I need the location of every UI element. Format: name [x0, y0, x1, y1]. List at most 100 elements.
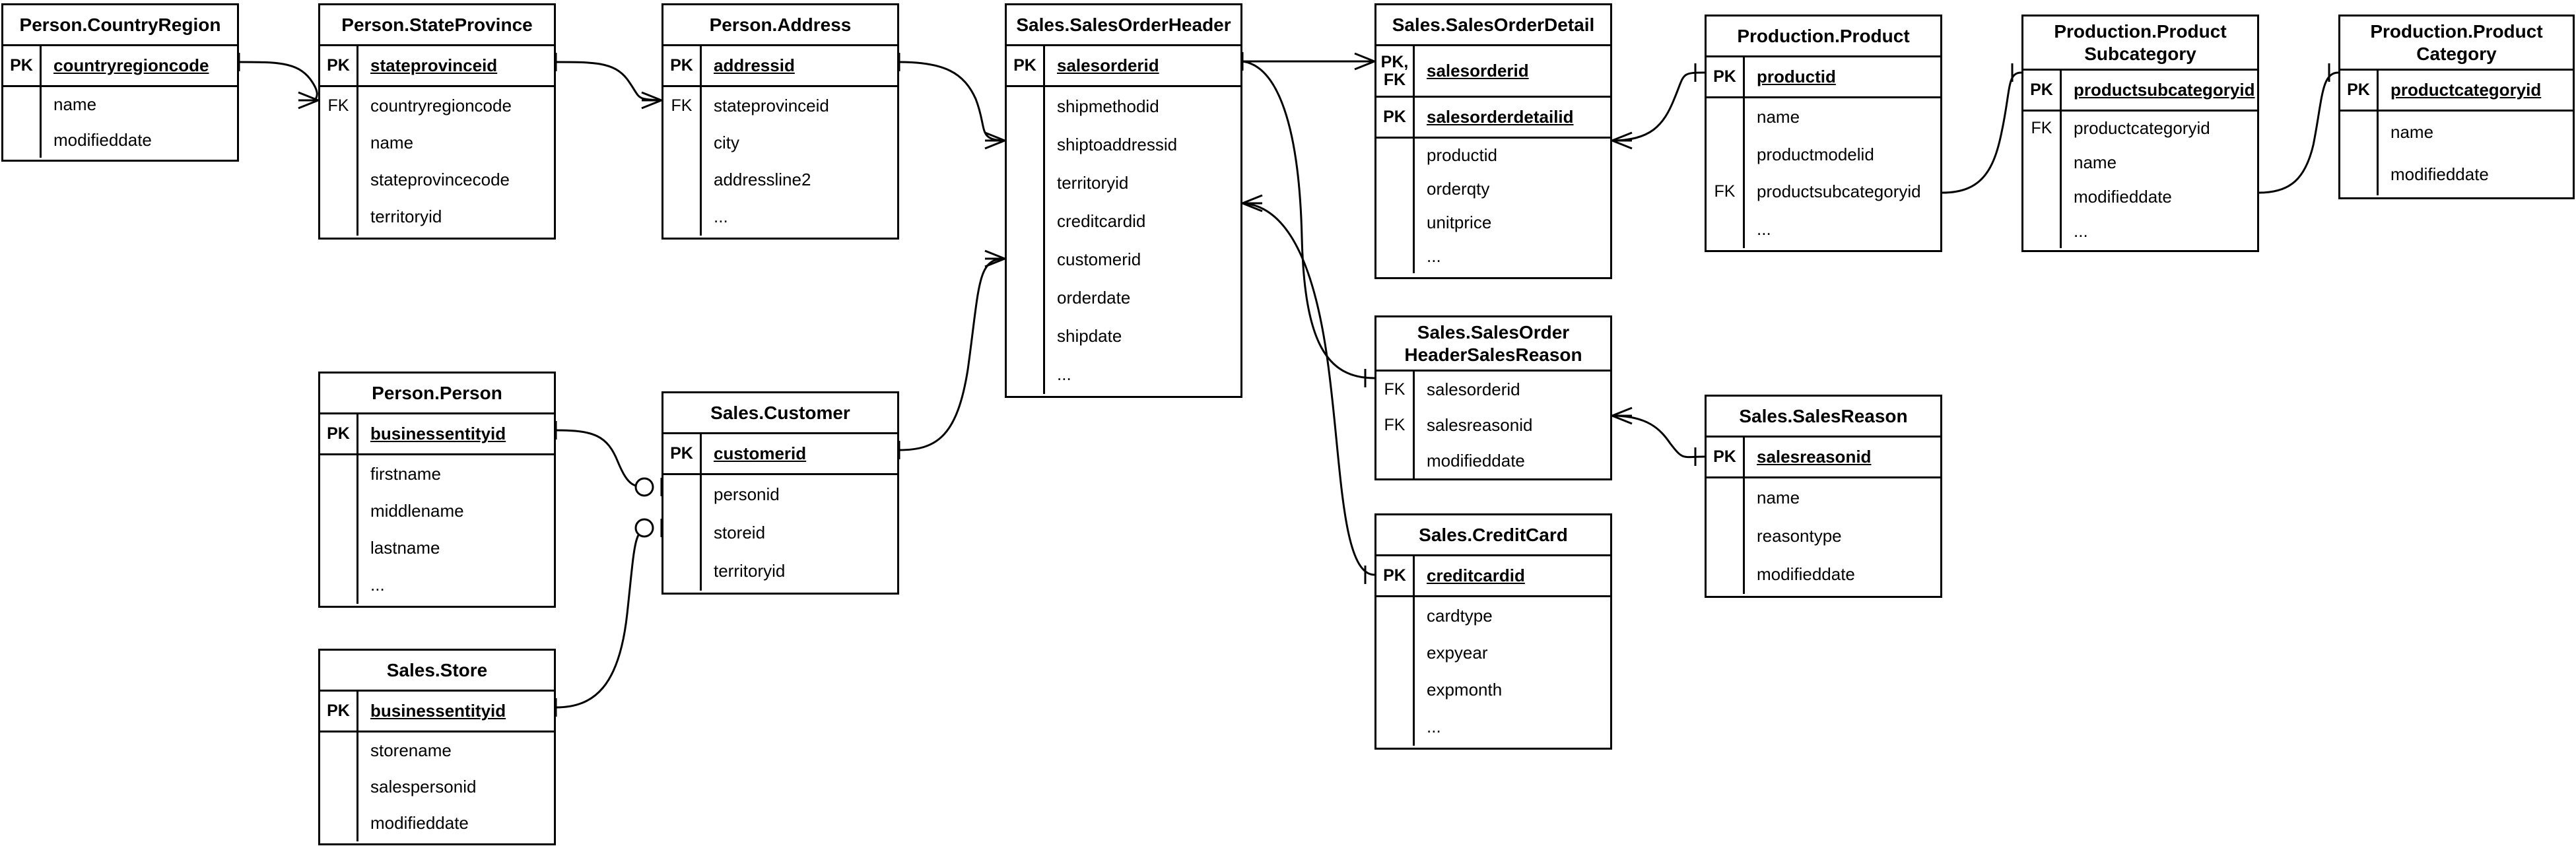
attribute-key-badge: [320, 492, 356, 529]
attribute-key-badge: [1376, 172, 1413, 206]
attribute-key-badge: [1007, 356, 1043, 394]
attribute-key-badge: FK: [671, 96, 693, 115]
attribute-key-badge: [3, 87, 40, 123]
attribute-key-badge: [1007, 241, 1043, 279]
entity-title: Sales.SalesReason: [1707, 397, 1940, 438]
key-badge: PK: [663, 434, 702, 473]
key-badge: PK: [1376, 556, 1415, 595]
attribute-key-badge: [663, 162, 700, 199]
attribute-key-badge: [1707, 517, 1743, 555]
attribute-key-badge: FK: [327, 96, 349, 115]
key-badge: PK: [1707, 438, 1745, 476]
entity-title: Person.Person: [320, 374, 554, 414]
attribute-name: city: [714, 132, 739, 152]
attribute-name: modifieddate: [53, 129, 152, 150]
column-name: salesorderid: [1427, 61, 1529, 81]
entity-title: Person.Address: [663, 5, 897, 46]
attribute-key-badge: [1376, 240, 1413, 273]
attribute-name: modifieddate: [2390, 164, 2489, 184]
attribute-key-badge: [2023, 146, 2060, 180]
attribute-name: territoryid: [1057, 172, 1129, 193]
attribute-name: ...: [1757, 219, 1771, 240]
attribute-key-badge: [663, 475, 700, 513]
attribute-name: expmonth: [1427, 680, 1503, 700]
entity-title: Person.StateProvince: [320, 5, 554, 46]
attribute-name: territoryid: [714, 561, 786, 581]
entity-title: Sales.Customer: [663, 393, 897, 434]
entity-title: Sales.Store: [320, 651, 554, 692]
attribute-key-badge: [320, 530, 356, 567]
attribute-key-badge: [2023, 180, 2060, 214]
attribute-key-badge: [1007, 125, 1043, 164]
entity-title: Sales.SalesOrderDetail: [1376, 5, 1610, 46]
attribute-name: productid: [1427, 145, 1497, 165]
attribute-name: storeid: [714, 522, 766, 542]
key-badge: PK: [663, 46, 702, 85]
attribute-key-badge: [1376, 206, 1413, 240]
key-badge: PK: [2023, 71, 2062, 110]
attribute-name: salespersonid: [370, 777, 477, 797]
attribute-key-badge: FK: [1714, 182, 1736, 201]
attribute-name: name: [2390, 122, 2434, 143]
attribute-name: ...: [1427, 717, 1441, 737]
attribute-name: ...: [370, 575, 385, 595]
key-badge: PK: [1376, 98, 1415, 137]
attribute-name: shipdate: [1057, 326, 1122, 346]
attribute-key-badge: [1376, 672, 1413, 709]
column-name: stateprovinceid: [370, 55, 498, 75]
key-badge: PK: [320, 692, 358, 731]
attribute-key-badge: [1376, 597, 1413, 634]
entity-title: Person.CountryRegion: [3, 5, 237, 46]
key-row: PK creditcardid: [1376, 556, 1610, 597]
attribute-key-badge: [2340, 154, 2377, 196]
attribute-key-badge: [320, 199, 356, 236]
attribute-name: territoryid: [370, 207, 442, 227]
attribute-key-badge: FK: [2031, 119, 2052, 138]
attribute-name: productcategoryid: [2074, 118, 2210, 139]
attribute-name: reasontype: [1757, 525, 1842, 546]
attribute-name: ...: [2074, 220, 2088, 241]
attribute-name: modifieddate: [1427, 450, 1525, 471]
attribute-key-badge: [320, 124, 356, 161]
attribute-name: stateprovinceid: [714, 95, 829, 115]
attribute-name: name: [53, 94, 97, 115]
attribute-key-badge: FK: [1384, 415, 1406, 434]
attribute-key-badge: [1707, 211, 1743, 248]
attribute-key-badge: [663, 124, 700, 161]
attribute-name: cardtype: [1427, 605, 1493, 626]
column-name: salesorderid: [1057, 55, 1159, 75]
attribute-key-badge: [1376, 443, 1413, 478]
key-badge: PK: [320, 414, 358, 453]
attribute-key-badge: [1707, 556, 1743, 594]
attribute-name: unitprice: [1427, 212, 1492, 232]
column-name: creditcardid: [1427, 566, 1525, 585]
attribute-key-badge: [3, 123, 40, 158]
attribute-name: stateprovincecode: [370, 170, 510, 190]
key-badge: PK: [2340, 71, 2379, 110]
attribute-name: countryregioncode: [370, 95, 512, 115]
